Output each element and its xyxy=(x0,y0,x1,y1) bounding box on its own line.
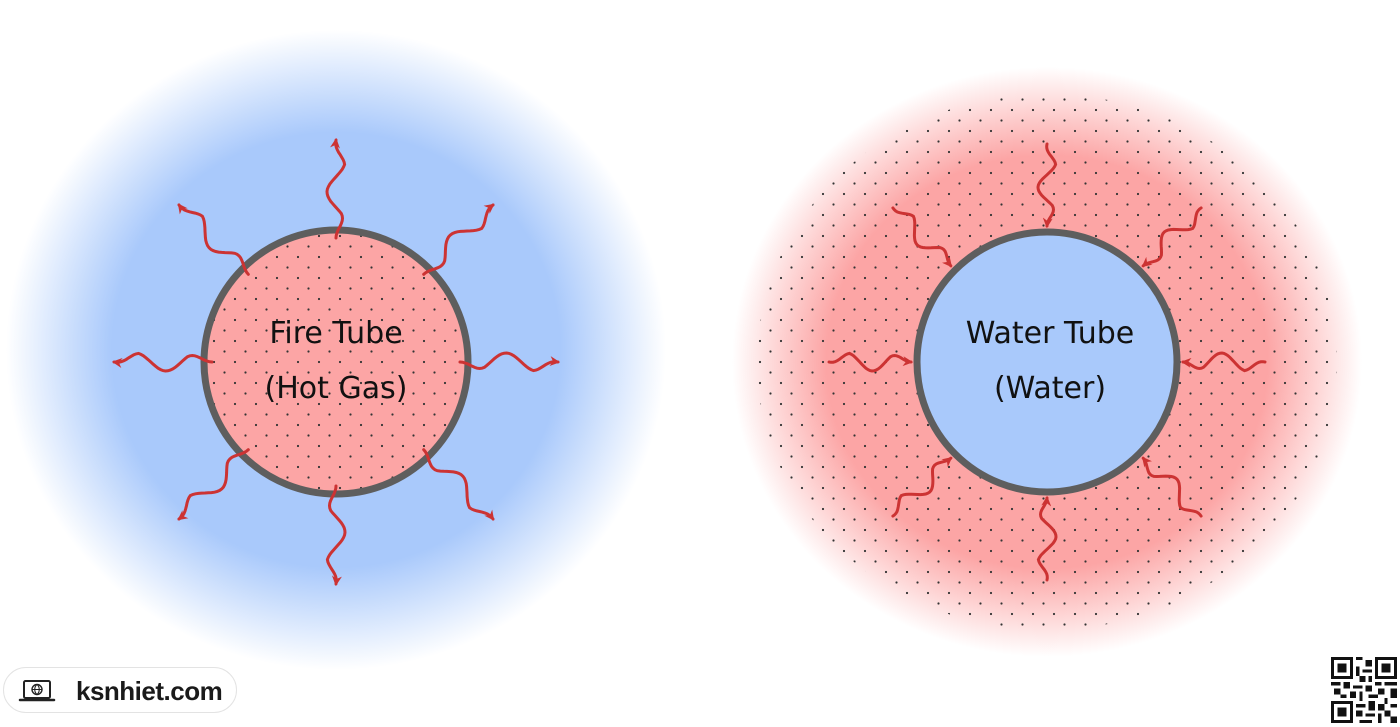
water-tube-wall xyxy=(913,228,1181,496)
water-tube-heat-arrow xyxy=(1181,351,1267,373)
water-tube-heat-arrow xyxy=(827,351,913,373)
water-tube-heat-arrow xyxy=(1141,456,1203,518)
water-tube-title: Water Tube xyxy=(966,316,1135,351)
fire-tube-heat-arrow xyxy=(112,351,214,373)
fire-tube-title: Fire Tube xyxy=(269,316,402,351)
site-badge[interactable]: ksnhiet.com xyxy=(3,667,237,713)
water-tube-heat-arrow xyxy=(891,206,953,268)
water-tube-interior xyxy=(917,232,1177,492)
fire-tube-heat-arrow xyxy=(325,138,347,240)
fire-tube-heat-arrow xyxy=(422,448,495,521)
fire-tube-heat-arrow xyxy=(177,448,250,521)
fire-tube-heat-arrow xyxy=(458,351,560,373)
water-tube-heat-arrow xyxy=(891,456,953,518)
fire-tube-heat-arrows xyxy=(112,138,560,586)
laptop-globe-icon xyxy=(18,680,56,702)
fire-tube-heat-arrow xyxy=(177,203,250,276)
fire-tube-heat-arrow xyxy=(422,203,495,276)
water-tube-subtitle: (Water) xyxy=(994,371,1106,406)
fire-tube-heat-arrow xyxy=(325,484,347,586)
fire-tube-subtitle: (Hot Gas) xyxy=(265,371,408,406)
water-tube-heat-arrow xyxy=(1036,142,1058,228)
water-tube-heat-arrow xyxy=(1036,496,1058,582)
site-name: ksnhiet.com xyxy=(76,676,223,706)
fire-tube-wall xyxy=(200,226,472,498)
qr-code-icon[interactable] xyxy=(1331,657,1397,723)
water-tube-heat-arrows xyxy=(827,142,1267,582)
water-tube-heat-arrow xyxy=(1141,206,1203,268)
